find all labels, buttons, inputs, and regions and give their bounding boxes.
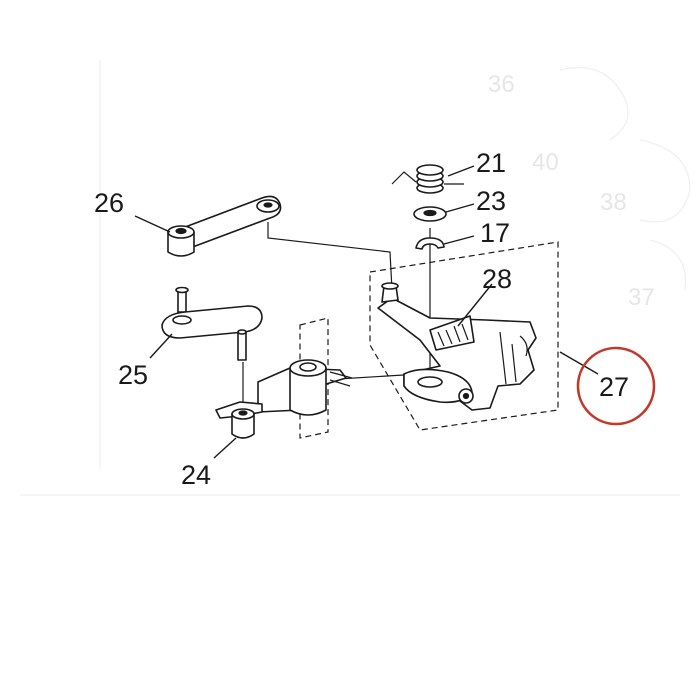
callout-23: 23 bbox=[476, 186, 506, 216]
part-27-latch-assembly bbox=[377, 282, 537, 411]
part-17-e-clip bbox=[415, 237, 445, 250]
callout-17: 17 bbox=[480, 218, 510, 248]
leader-24 bbox=[213, 437, 237, 459]
leader-27 bbox=[559, 351, 599, 375]
callout-37-faded: 37 bbox=[628, 284, 655, 311]
callout-28: 28 bbox=[482, 264, 512, 294]
part-21-spring bbox=[391, 164, 464, 194]
callout-26: 26 bbox=[94, 188, 124, 218]
leader-26 bbox=[134, 215, 171, 233]
leader-17 bbox=[443, 235, 475, 245]
callout-21: 21 bbox=[476, 148, 506, 178]
callout-25: 25 bbox=[118, 360, 148, 390]
part-25-link-plate bbox=[161, 286, 263, 361]
leader-28 bbox=[457, 283, 493, 327]
callout-40-faded: 40 bbox=[532, 149, 559, 176]
part-24-lever-hub bbox=[215, 359, 353, 439]
leader-lines bbox=[134, 165, 599, 459]
callout-labels: 21 23 17 26 28 25 27 24 bbox=[94, 148, 629, 490]
assembly-dashed-outlines bbox=[299, 241, 559, 439]
part-28-latch-spring bbox=[429, 315, 475, 351]
leader-21 bbox=[447, 165, 475, 177]
callout-27: 27 bbox=[599, 372, 629, 402]
leader-25 bbox=[149, 333, 173, 359]
callout-24: 24 bbox=[181, 460, 211, 490]
callout-36-faded: 36 bbox=[488, 71, 515, 98]
assembly-line-26-to-27 bbox=[267, 222, 393, 291]
assembly-24-dashed-box bbox=[299, 317, 329, 439]
part-23-washer bbox=[413, 206, 447, 222]
highlight-circle-27 bbox=[576, 346, 656, 426]
leader-23 bbox=[445, 203, 475, 213]
part-26-crank-arm bbox=[167, 195, 282, 257]
background-faded-artwork: 36 40 38 37 bbox=[20, 60, 691, 496]
callout-38-faded: 38 bbox=[600, 189, 627, 216]
